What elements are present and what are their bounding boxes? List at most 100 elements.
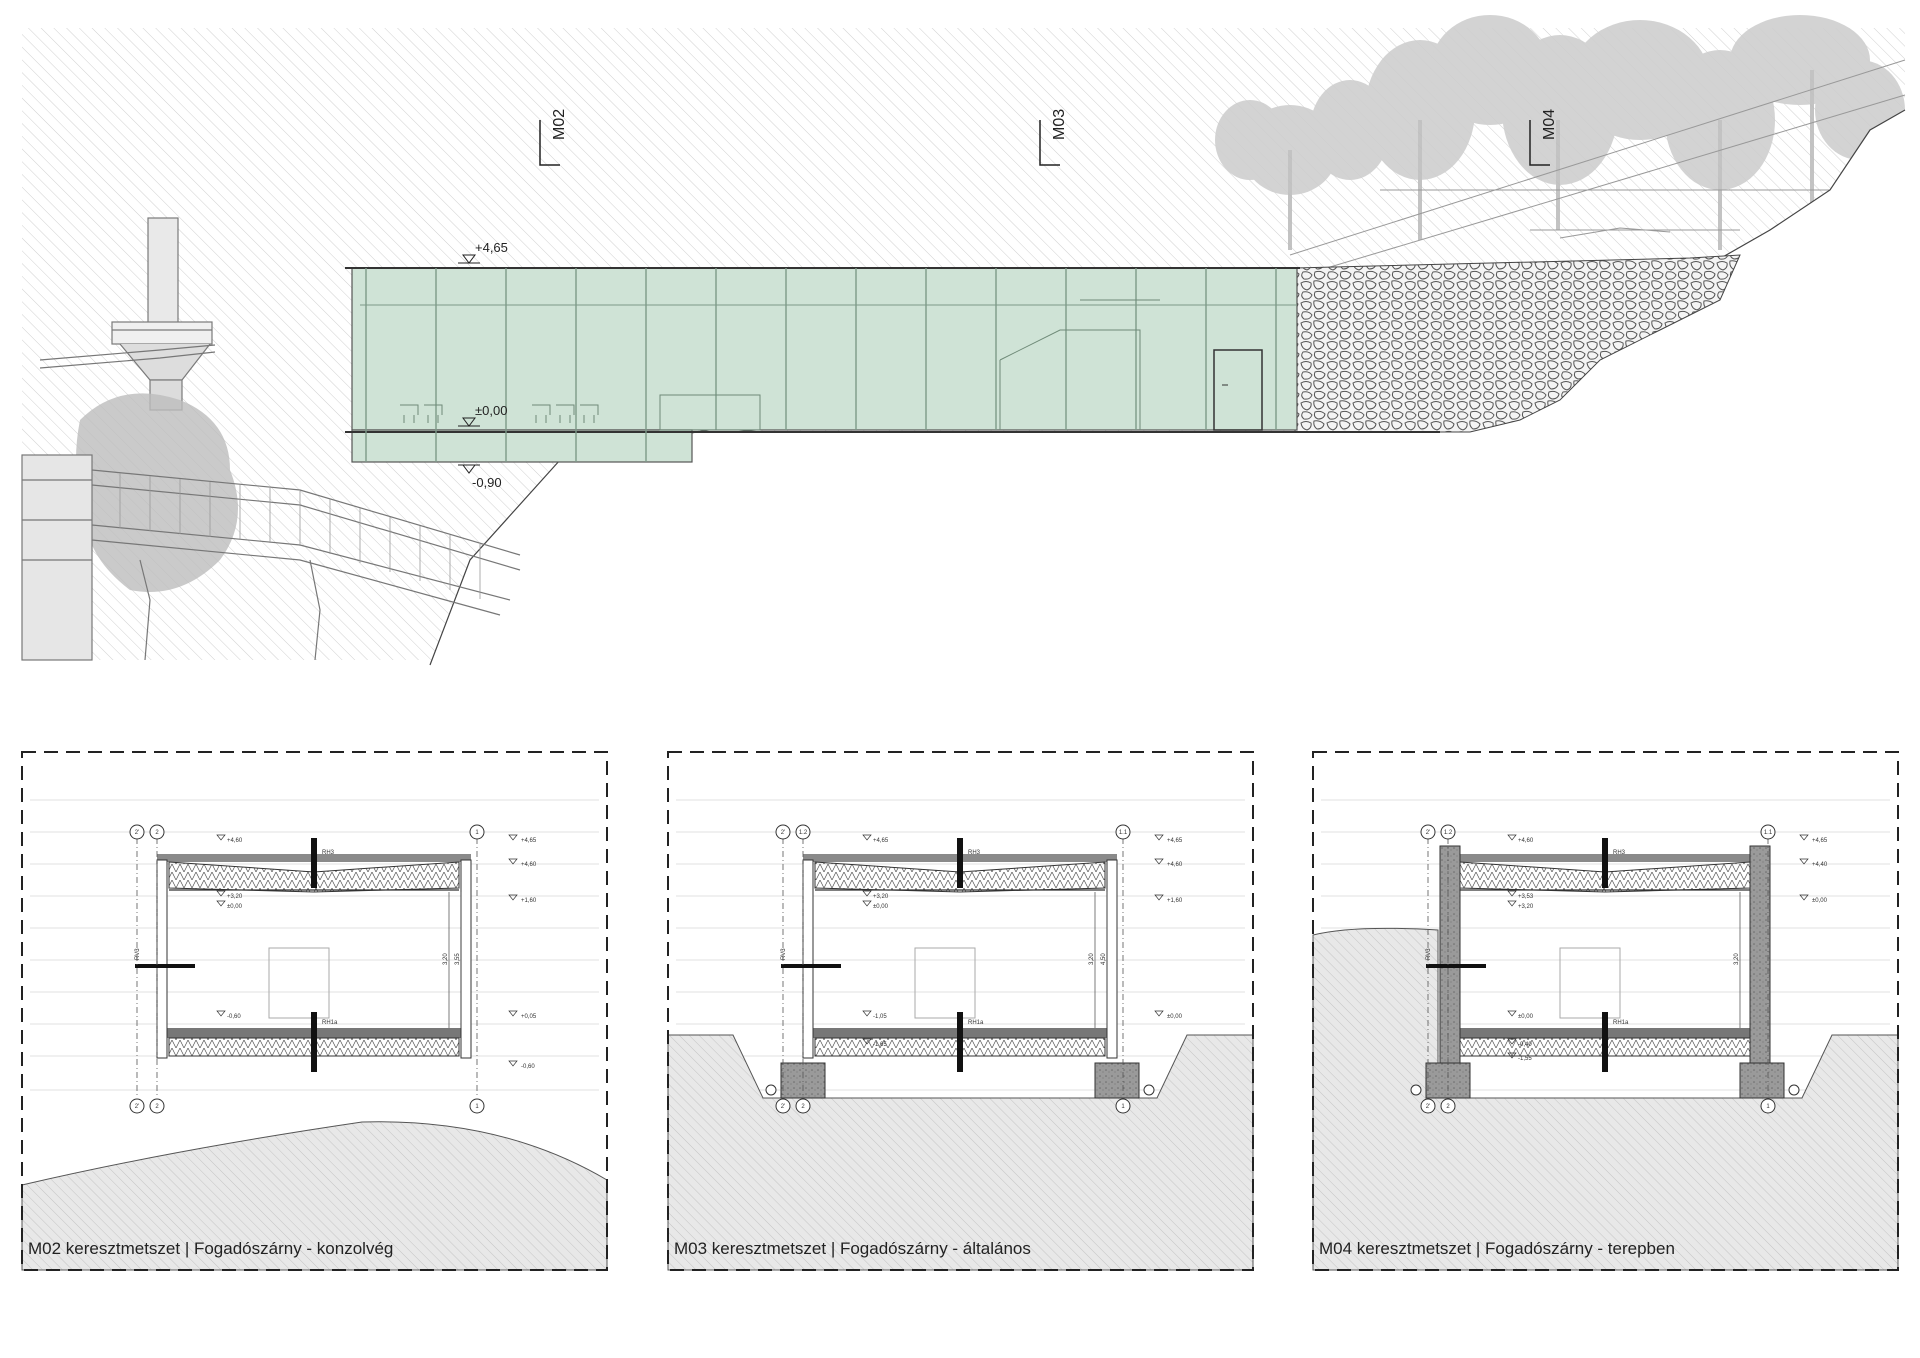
level-symbol <box>862 890 872 897</box>
level-label: +0,05 <box>521 1014 537 1020</box>
level-label: +4,60 <box>227 838 243 844</box>
interior-door <box>914 947 976 1019</box>
room-tag: RH3 <box>1613 850 1626 856</box>
tree-silhouettes <box>1215 15 1905 250</box>
grid-axis-bubble <box>1440 824 1456 840</box>
level-label: +4,60 <box>521 862 537 868</box>
grid-axis-bubble <box>1760 1098 1776 1114</box>
section-markers: M02 M03 M04 <box>539 109 1558 166</box>
level-symbol <box>1154 858 1164 865</box>
drain-pipe <box>1143 1084 1155 1096</box>
dimension-label: 3,20 <box>443 953 449 965</box>
level-symbol <box>216 1010 226 1017</box>
grid-axis-label: 2 <box>801 1104 805 1110</box>
grid-axis-bubble <box>129 824 145 840</box>
level-label: +4,65 <box>521 838 537 844</box>
grid-axis-label: 1 <box>475 830 479 836</box>
terrain-cut <box>430 110 1905 665</box>
roof-beam-mark <box>311 838 317 888</box>
section-panel-m03: 2'2'1.221.11RH3RV3RH1a+4,65+3,20±0,00-1,… <box>667 751 1254 1271</box>
level-label: +3,20 <box>227 894 243 900</box>
level-label: ±0,00 <box>873 904 889 910</box>
level-label: -0,40 <box>1518 1042 1532 1048</box>
grid-axis-bubble <box>129 1098 145 1114</box>
grid-axis-bubble <box>1115 1098 1131 1114</box>
wall-section-mark <box>781 964 841 968</box>
ground-hatch <box>667 1034 1254 1271</box>
level-symbol <box>862 834 872 841</box>
foundation-right <box>1739 1062 1785 1099</box>
section-caption: M03 keresztmetszet | Fogadószárny - álta… <box>674 1239 1031 1258</box>
level-symbol <box>862 1010 872 1017</box>
section-panel-m02: 2'2'2211RH3RV3RH1a+4,60+3,20±0,00-0,60+4… <box>21 751 608 1271</box>
grid-axis-label: 1 <box>475 1104 479 1110</box>
level-symbol <box>1799 834 1809 841</box>
floor-beam-mark <box>311 1012 317 1072</box>
room-tag: RH3 <box>968 850 981 856</box>
level-label: +3,20 <box>873 894 889 900</box>
dimension-label: 3,20 <box>1089 953 1095 965</box>
dimension-label: 3,55 <box>455 953 461 965</box>
level-label: ±0,00 <box>1518 1014 1534 1020</box>
section-marker-label: M03 <box>1051 109 1068 140</box>
level-label: +1,60 <box>1167 898 1183 904</box>
level-symbol <box>1799 858 1809 865</box>
level-marker-top: +4,65 <box>458 240 508 264</box>
roof-beam-mark <box>957 838 963 888</box>
level-symbol <box>1154 834 1164 841</box>
grid-axis-label: 1 <box>1121 1104 1125 1110</box>
grid-axis-label: 2' <box>1426 1104 1430 1110</box>
level-symbol <box>1154 1010 1164 1017</box>
level-symbol <box>508 1010 518 1017</box>
retaining-wall-left <box>1439 845 1461 1082</box>
level-label: -0,60 <box>227 1014 241 1020</box>
grid-axis-bubble <box>775 1098 791 1114</box>
section-marker-label: M04 <box>1541 109 1558 140</box>
foundation-right <box>1094 1062 1140 1099</box>
level-symbol <box>216 900 226 907</box>
panel-border <box>21 751 608 1271</box>
grid-axis-label: 2' <box>1426 830 1430 836</box>
level-symbol <box>1507 890 1517 897</box>
level-markers: +4,65 ±0,00 -0,90 <box>458 240 508 490</box>
level-label: -1,65 <box>873 1042 887 1048</box>
section-marker-m04: M04 <box>1529 109 1558 166</box>
ground-hatch <box>21 1121 608 1271</box>
facade-left <box>802 859 814 1059</box>
level-label: ±0,00 <box>227 904 243 910</box>
level-label: -0,90 <box>472 475 502 490</box>
grid-axis-label: 1.2 <box>1444 830 1453 836</box>
level-symbol <box>508 858 518 865</box>
grid-axis-bubble <box>469 1098 485 1114</box>
drain-pipe <box>1788 1084 1800 1096</box>
grid-axis-bubble <box>1440 1098 1456 1114</box>
room-tag: RH1a <box>322 1020 338 1026</box>
level-symbol <box>862 1038 872 1045</box>
level-label: +4,65 <box>475 240 508 255</box>
level-label: ±0,00 <box>1167 1014 1183 1020</box>
grid-axis-bubble <box>1420 1098 1436 1114</box>
level-label: ±0,00 <box>1812 898 1828 904</box>
section-marker-label: M02 <box>551 109 568 140</box>
section-panels: 2'2'2211RH3RV3RH1a+4,60+3,20±0,00-0,60+4… <box>21 751 1899 1271</box>
room-tag: RV3 <box>781 948 787 960</box>
grid-axis-label: 2' <box>135 830 139 836</box>
grid-axis-bubble <box>469 824 485 840</box>
roof-beam-mark <box>1602 838 1608 888</box>
level-symbol <box>1507 834 1517 841</box>
interior-furniture <box>400 299 1160 431</box>
drain-pipe <box>1410 1084 1422 1096</box>
section-marker-m03: M03 <box>1039 109 1068 166</box>
level-symbol <box>1507 1052 1517 1059</box>
level-label: ±0,00 <box>475 403 507 418</box>
section-caption: M04 keresztmetszet | Fogadószárny - tere… <box>1319 1239 1675 1258</box>
level-symbol <box>216 834 226 841</box>
level-symbol <box>862 900 872 907</box>
level-label: -1,55 <box>1518 1056 1532 1062</box>
level-symbol <box>1507 1010 1517 1017</box>
level-marker-bottom: -0,90 <box>458 464 502 490</box>
level-symbol <box>1154 894 1164 901</box>
grid-axis-label: 1.2 <box>799 830 808 836</box>
dimension-label: 3,20 <box>1734 953 1740 965</box>
grid-axis-label: 2' <box>135 1104 139 1110</box>
